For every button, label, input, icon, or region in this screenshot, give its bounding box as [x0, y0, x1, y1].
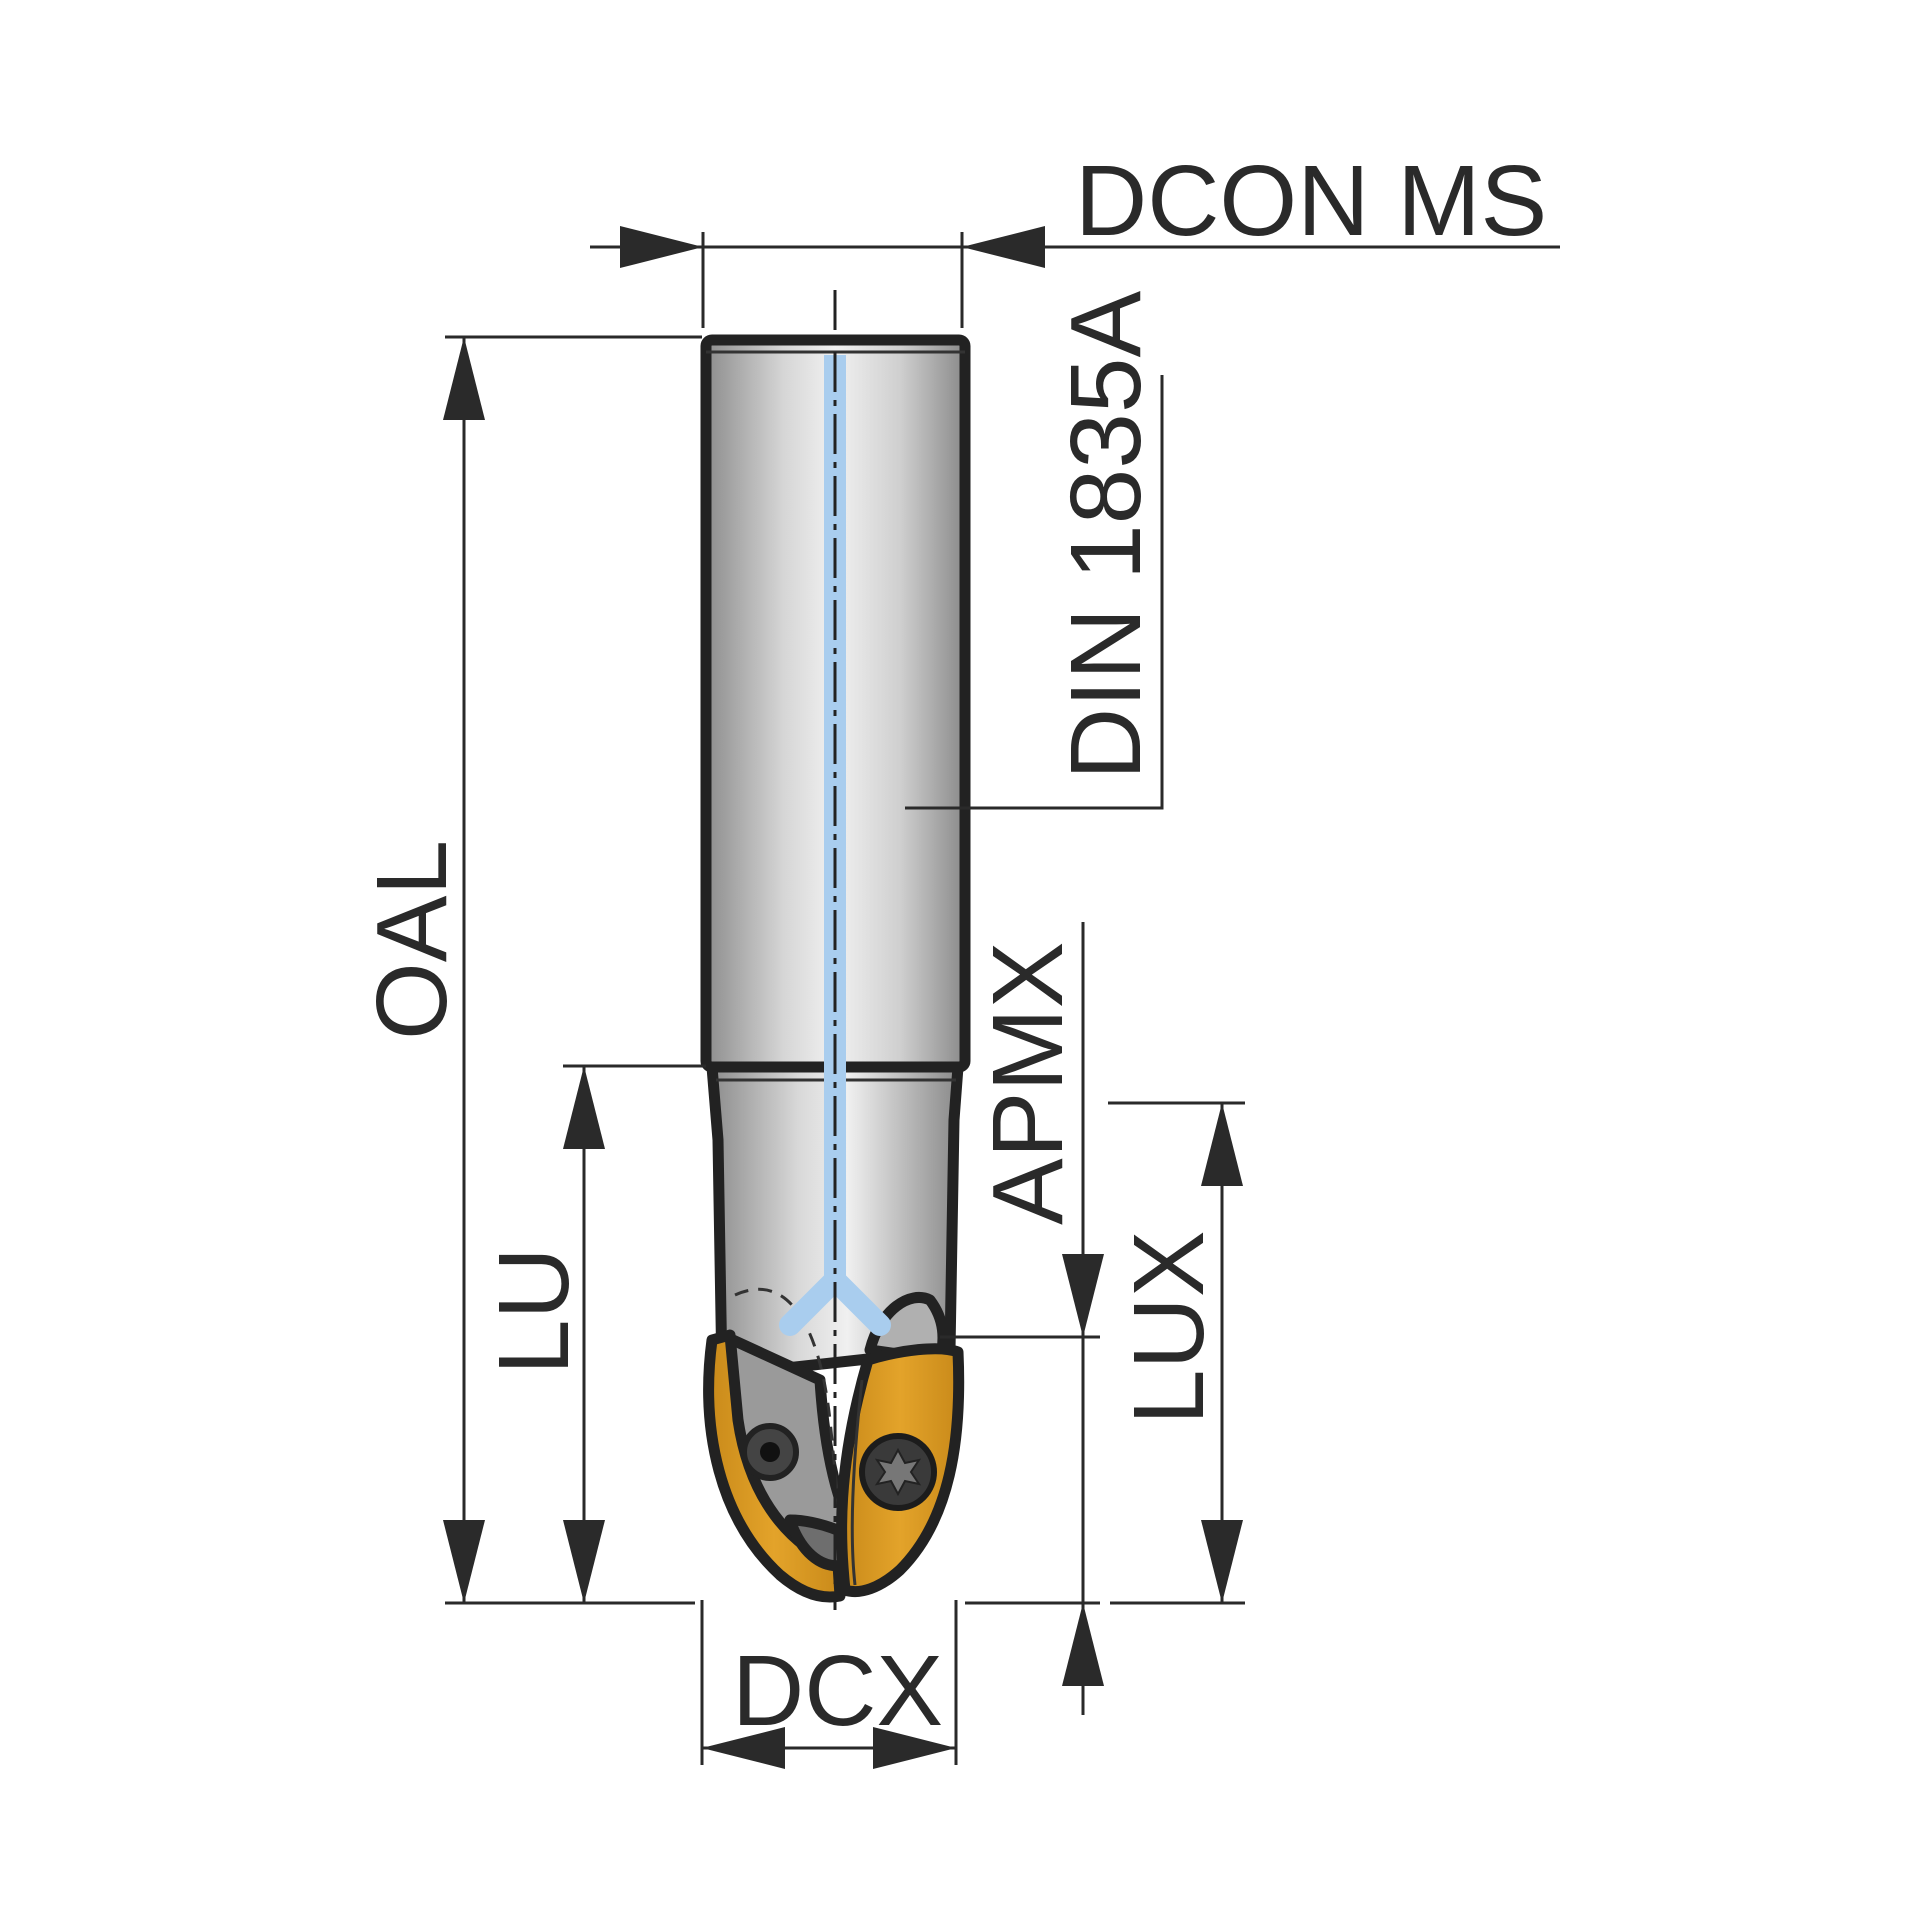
dim-oal: OAL	[356, 335, 702, 1605]
torx-screw-icon	[859, 1433, 937, 1511]
dim-apmx: APMX	[940, 922, 1104, 1715]
dim-dcon-ms: DCON MS	[590, 145, 1560, 328]
label-oal: OAL	[356, 840, 468, 1040]
cutting-head	[703, 1287, 965, 1603]
dim-dcx: DCX	[700, 1600, 958, 1769]
label-dcx: DCX	[732, 1635, 943, 1747]
label-lux: LUX	[1113, 1230, 1225, 1425]
dim-din-1835a: DIN 1835A	[905, 291, 1164, 810]
label-dcon-ms: DCON MS	[1075, 145, 1547, 257]
label-lu: LU	[478, 1247, 590, 1375]
dim-lu: LU	[478, 1064, 706, 1603]
label-apmx: APMX	[972, 942, 1084, 1225]
left-insert	[703, 1329, 846, 1603]
label-din-1835a: DIN 1835A	[1050, 291, 1162, 780]
dim-lux: LUX	[1108, 1101, 1245, 1605]
hex-socket-icon	[741, 1423, 799, 1481]
